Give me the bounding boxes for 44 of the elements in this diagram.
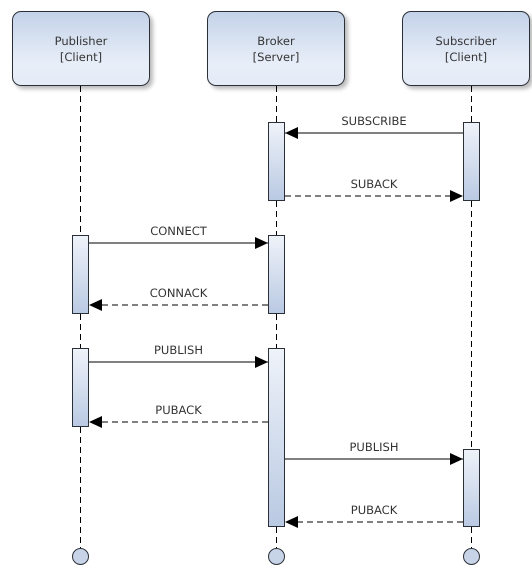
message-arrow [284, 516, 464, 528]
participant-box [207, 11, 345, 86]
activation-bar [72, 235, 89, 314]
message-label: PUBACK [348, 503, 400, 517]
lifeline [471, 86, 472, 122]
activation-bar [268, 235, 285, 314]
message-arrow [88, 416, 268, 428]
message-arrow [88, 356, 268, 368]
participant-role: [Client] [444, 48, 488, 64]
participant-role: [Client] [60, 48, 102, 64]
participant-role: [Server] [252, 48, 300, 64]
message-label: PUBLISH [348, 440, 400, 454]
lifeline [471, 526, 472, 548]
participant-box [12, 11, 150, 86]
participant-box [402, 11, 530, 86]
activation-bar [268, 122, 285, 201]
lifeline [276, 314, 277, 348]
message-arrow [284, 127, 464, 139]
participant-name: Publisher [54, 32, 108, 48]
message-arrow [284, 453, 464, 465]
lifeline [276, 86, 277, 122]
message-arrow [284, 190, 464, 202]
message-label: CONNECT [148, 224, 209, 238]
message-label: PUBLISH [152, 343, 205, 357]
message-label: SUBSCRIBE [339, 114, 409, 128]
message-arrow [88, 237, 268, 249]
lifeline-end-circle [463, 548, 480, 565]
message-label: CONNACK [148, 286, 210, 300]
lifeline-end-circle [268, 548, 285, 565]
activation-bar [463, 122, 480, 201]
activation-bar [72, 348, 89, 427]
message-label: PUBACK [153, 403, 204, 417]
lifeline [276, 526, 277, 548]
lifeline [276, 200, 277, 236]
participant-name: Subscriber [435, 32, 497, 48]
activation-bar [268, 348, 285, 527]
message-label: SUBACK [348, 177, 400, 191]
lifeline-end-circle [72, 548, 89, 565]
lifeline [80, 426, 81, 548]
lifeline [471, 200, 472, 450]
message-arrow [88, 299, 268, 311]
participant-name: Broker [257, 32, 295, 48]
activation-bar [463, 449, 480, 527]
lifeline [80, 314, 81, 348]
